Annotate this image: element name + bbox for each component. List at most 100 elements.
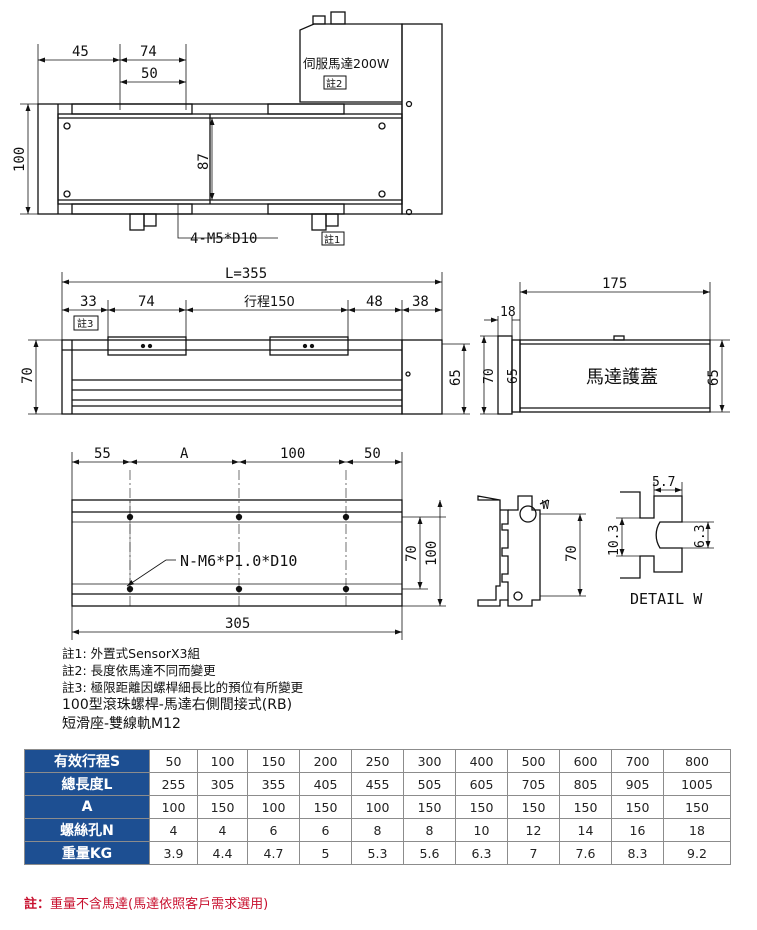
footnote-text: 重量不含馬達(馬達依照客戶需求選用) — [50, 897, 269, 912]
dim-A: A — [180, 446, 189, 462]
spec-cell: 18 — [663, 818, 731, 842]
model-line-2: 短滑座-雙線軌M12 — [62, 716, 181, 732]
spec-cell: 300 — [403, 749, 456, 773]
spec-cell: 250 — [351, 749, 404, 773]
spec-cell: 50 — [149, 749, 198, 773]
spec-cell: 12 — [507, 818, 560, 842]
bottom-view — [71, 452, 446, 640]
spec-cell: 3.9 — [149, 841, 198, 865]
dim-L: L=355 — [225, 266, 267, 282]
spec-cell: 5.6 — [403, 841, 456, 865]
spec-row-header: 總長度L — [24, 772, 150, 796]
spec-cell: 150 — [403, 795, 456, 819]
detail-view — [616, 482, 714, 579]
spec-cell: 8 — [351, 818, 404, 842]
top-view — [20, 11, 443, 246]
top-view-labels: 45 74 50 100 87 伺服馬達200W 註2 註1 4-M5*D10 — [12, 44, 389, 247]
dim-48: 48 — [366, 294, 383, 310]
dim-70-end: 70 — [482, 368, 497, 384]
spec-cell: 4.4 — [197, 841, 248, 865]
dim-74-side: 74 — [138, 294, 155, 310]
footnote-label: 註： — [24, 897, 51, 912]
detail-title: DETAIL W — [630, 590, 703, 608]
note3-tag: 註3 — [77, 318, 93, 330]
spec-cell: 705 — [507, 772, 560, 796]
spec-cell: 4.7 — [247, 841, 300, 865]
side-view — [28, 272, 470, 415]
model-line-1: 100型滾珠螺桿-馬達右側間接式(RB) — [62, 697, 293, 713]
dim-50-bottom: 50 — [364, 446, 381, 462]
note-3: 註3: 極限距離因螺桿細長比的預位有所變更 — [62, 680, 304, 695]
spec-cell: 700 — [611, 749, 664, 773]
dim-6-3: 6.3 — [693, 525, 708, 548]
note2-tag: 註2 — [326, 78, 342, 90]
spec-cell: 150 — [559, 795, 612, 819]
dim-65-end-left: 65 — [506, 368, 521, 384]
spec-cell: 5.3 — [351, 841, 404, 865]
extrusion-profile — [477, 495, 509, 607]
drawing-notes: 註1: 外置式SensorX3組 註2: 長度依馬達不同而變更 註3: 極限距離… — [62, 645, 303, 734]
side-carriage — [107, 336, 187, 356]
detail-view-labels: 5.7 10.3 6.3 DETAIL W — [607, 475, 708, 608]
detail-groove — [620, 491, 683, 579]
dim-18: 18 — [500, 305, 516, 320]
spec-row-header: 重量KG — [24, 841, 150, 865]
dim-38: 38 — [412, 294, 429, 310]
spec-row-header: A — [24, 795, 150, 819]
dim-175: 175 — [602, 276, 627, 292]
spec-cell: 100 — [351, 795, 404, 819]
screw-callout: 4-M5*D10 — [190, 231, 257, 247]
bottom-view-labels: 55 A 100 50 N-M6*P1.0*D10 70 100 305 — [94, 446, 440, 632]
cover-label: 馬達護蓋 — [586, 367, 658, 388]
spec-cell: 200 — [299, 749, 352, 773]
spec-cell: 8 — [403, 818, 456, 842]
w-mark: W — [542, 498, 550, 512]
spec-cell: 455 — [351, 772, 404, 796]
dim-87: 87 — [196, 153, 212, 170]
spec-cell: 405 — [299, 772, 352, 796]
spec-cell: 800 — [663, 749, 731, 773]
note-2: 註2: 長度依馬達不同而變更 — [62, 663, 216, 678]
spec-cell: 255 — [149, 772, 198, 796]
profile-view — [477, 495, 586, 607]
dim-100-bottom-h: 100 — [424, 541, 440, 566]
dim-65-side: 65 — [448, 369, 464, 386]
spec-cell: 150 — [455, 795, 508, 819]
technical-drawing: 45 74 50 100 87 伺服馬達200W 註2 註1 4-M5*D10 — [12, 11, 730, 640]
spec-cell: 1005 — [663, 772, 731, 796]
spec-cell: 150 — [299, 795, 352, 819]
bottom-plate — [71, 499, 403, 607]
spec-cell: 905 — [611, 772, 664, 796]
spec-cell: 7 — [507, 841, 560, 865]
spec-row-header: 有效行程S — [24, 749, 150, 773]
spec-cell: 500 — [507, 749, 560, 773]
spec-cell: 100 — [247, 795, 300, 819]
spec-cell: 400 — [455, 749, 508, 773]
motor-connector — [312, 15, 326, 25]
dim-70-profile: 70 — [564, 545, 580, 562]
spec-cell: 100 — [149, 795, 198, 819]
spec-cell: 4 — [149, 818, 198, 842]
spec-cell: 305 — [197, 772, 248, 796]
spec-cell: 150 — [507, 795, 560, 819]
dim-70-bottom: 70 — [404, 545, 420, 562]
spec-row-header: 螺絲孔N — [24, 818, 150, 842]
spec-cell: 4 — [197, 818, 248, 842]
dim-305: 305 — [225, 616, 250, 632]
note-1: 註1: 外置式SensorX3組 — [62, 646, 201, 661]
spec-cell: 5 — [299, 841, 352, 865]
spec-cell: 7.6 — [559, 841, 612, 865]
spec-cell: 505 — [403, 772, 456, 796]
profile-view-labels: W 70 — [542, 498, 580, 562]
dim-70-side: 70 — [20, 367, 36, 384]
spec-cell: 355 — [247, 772, 300, 796]
spec-cell: 6 — [299, 818, 352, 842]
spec-cell: 10 — [455, 818, 508, 842]
spec-cell: 805 — [559, 772, 612, 796]
dim-55: 55 — [94, 446, 111, 462]
spec-cell: 600 — [559, 749, 612, 773]
stroke-label: 行程150 — [244, 295, 295, 310]
